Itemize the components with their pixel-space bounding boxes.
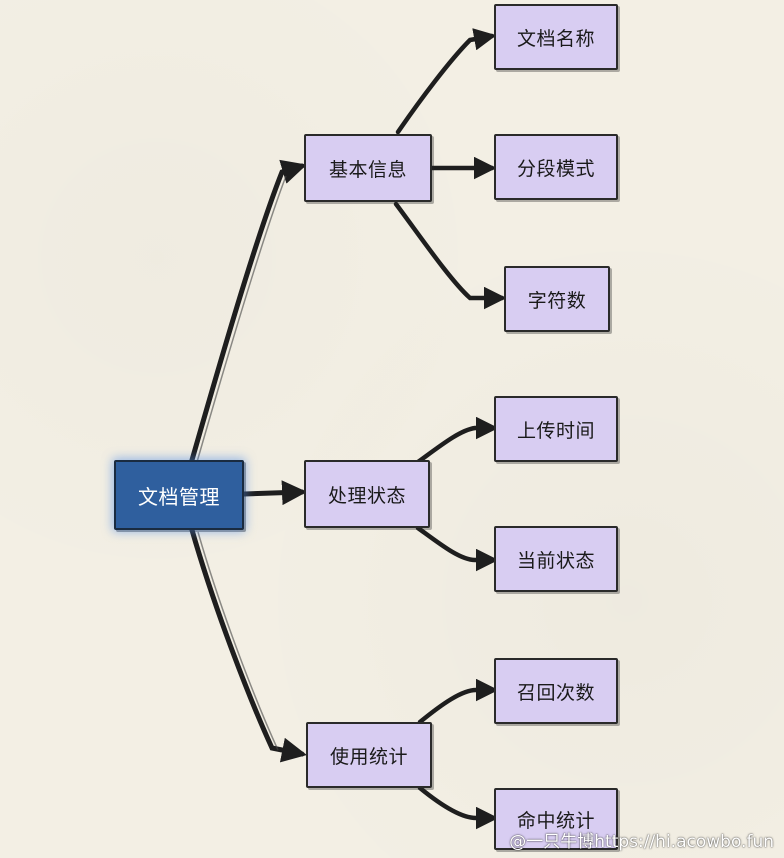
edge-root-group-2 bbox=[241, 480, 307, 506]
edge-root-group-1 bbox=[189, 159, 307, 463]
edge-g3-c1 bbox=[417, 678, 499, 725]
leaf-node-label: 上传时间 bbox=[516, 419, 595, 442]
root-node: 文档管理 bbox=[114, 460, 244, 530]
leaf-node-label: 分段模式 bbox=[516, 157, 595, 180]
leaf-node-label: 字符数 bbox=[527, 289, 587, 312]
edge-g2-c2 bbox=[415, 525, 499, 572]
leaf-node-recall-count: 召回次数 bbox=[494, 658, 618, 724]
watermark-text: @一只牛博https://hi.acowbo.fun bbox=[509, 832, 774, 852]
leaf-node-doc-name: 文档名称 bbox=[494, 4, 618, 70]
group-node-basic-info: 基本信息 bbox=[304, 134, 432, 202]
leaf-node-segment-mode: 分段模式 bbox=[494, 134, 618, 200]
leaf-node-hit-stats: 命中统计 bbox=[494, 788, 618, 850]
group-node-label: 使用统计 bbox=[329, 745, 408, 768]
group-node-processing-status: 处理状态 bbox=[304, 460, 430, 528]
edge-root-group-3-shadow bbox=[197, 531, 279, 751]
edge-root-group-3 bbox=[189, 527, 307, 763]
edge-g1-c1 bbox=[395, 28, 497, 135]
edge-g3-c2 bbox=[417, 785, 499, 830]
leaf-node-label: 文档名称 bbox=[516, 27, 595, 50]
edge-g1-c3 bbox=[393, 201, 507, 310]
leaf-node-current-status: 当前状态 bbox=[494, 526, 618, 592]
root-node-label: 文档管理 bbox=[138, 484, 220, 509]
leaf-node-label: 当前状态 bbox=[516, 549, 595, 572]
group-node-label: 处理状态 bbox=[327, 484, 406, 507]
leaf-node-upload-time: 上传时间 bbox=[494, 396, 618, 462]
leaf-node-label: 命中统计 bbox=[516, 809, 595, 832]
edge-root-group-1-shadow bbox=[196, 175, 287, 463]
leaf-node-label: 召回次数 bbox=[516, 681, 595, 704]
group-node-label: 基本信息 bbox=[328, 158, 407, 181]
group-node-usage-stats: 使用统计 bbox=[306, 722, 432, 788]
leaf-node-char-count: 字符数 bbox=[504, 266, 610, 332]
edge-g2-c1 bbox=[415, 416, 499, 465]
